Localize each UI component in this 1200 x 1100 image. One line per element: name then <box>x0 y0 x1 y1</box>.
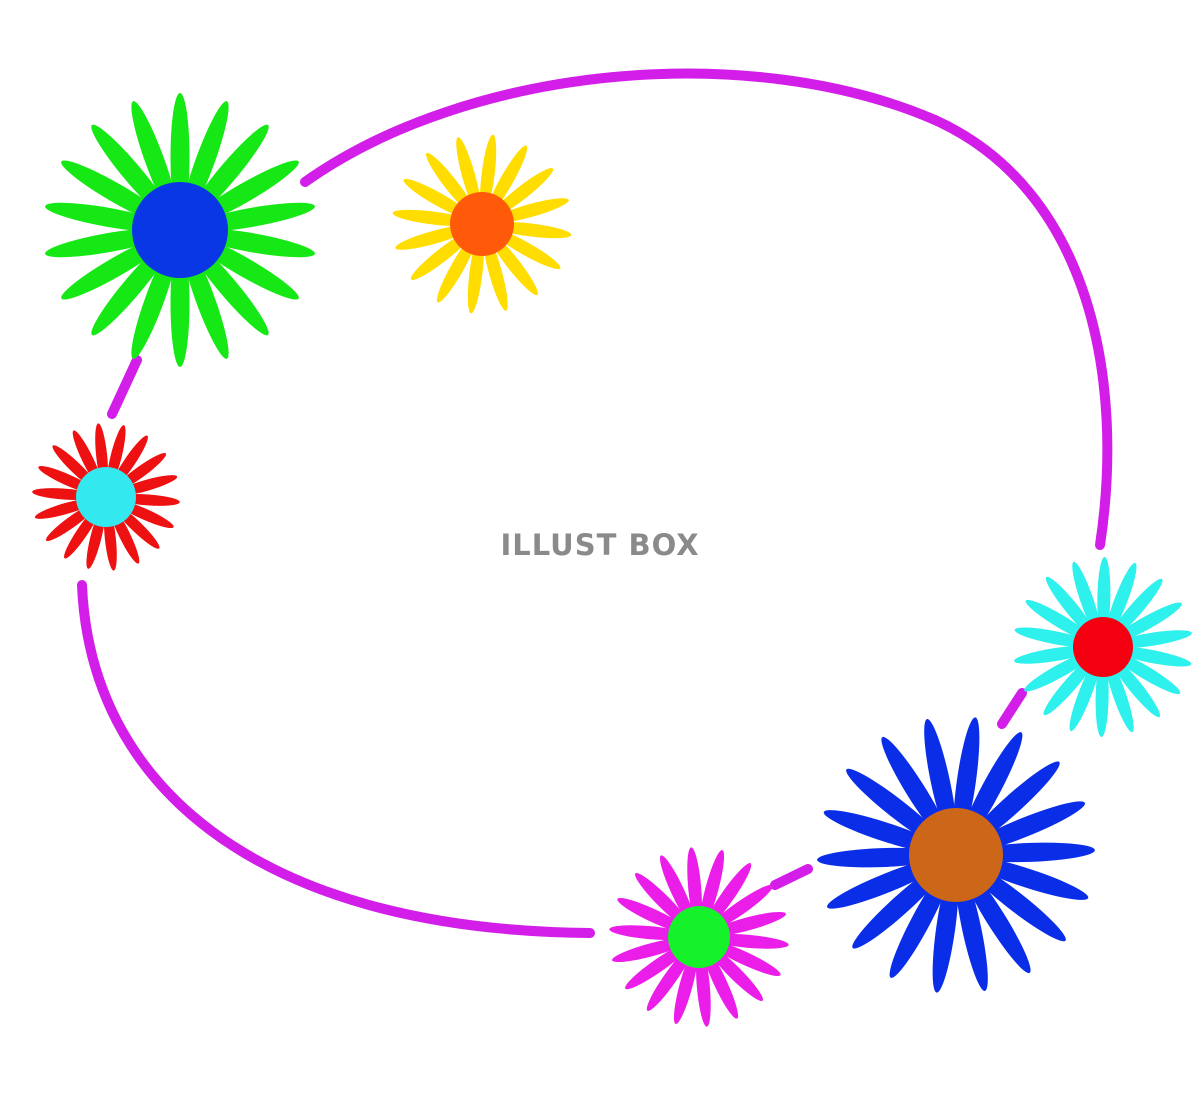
yellow-flower <box>392 134 572 314</box>
frame-dash-bottom <box>770 864 813 890</box>
flower-center <box>450 192 514 256</box>
oval-frame <box>77 68 1113 938</box>
frame-arc-top-right <box>300 68 1113 550</box>
flowers-layer <box>32 93 1192 1027</box>
flower-center <box>668 906 730 968</box>
frame-arc-bottom-left <box>77 580 595 938</box>
petal <box>1097 557 1111 638</box>
magenta-flower <box>609 847 789 1027</box>
flower-center <box>132 182 228 278</box>
flower-center <box>76 467 136 527</box>
green-flower <box>45 93 315 367</box>
red-flower <box>32 423 180 571</box>
flower-center <box>1073 617 1133 677</box>
petal <box>1095 656 1109 737</box>
frame-dash-right <box>997 688 1027 729</box>
cyan-flower <box>1014 557 1192 737</box>
flower-center <box>909 808 1003 902</box>
watermark-text: ILLUST BOX <box>500 528 700 562</box>
blue-flower <box>817 717 1095 993</box>
frame-dash-left <box>107 355 142 419</box>
